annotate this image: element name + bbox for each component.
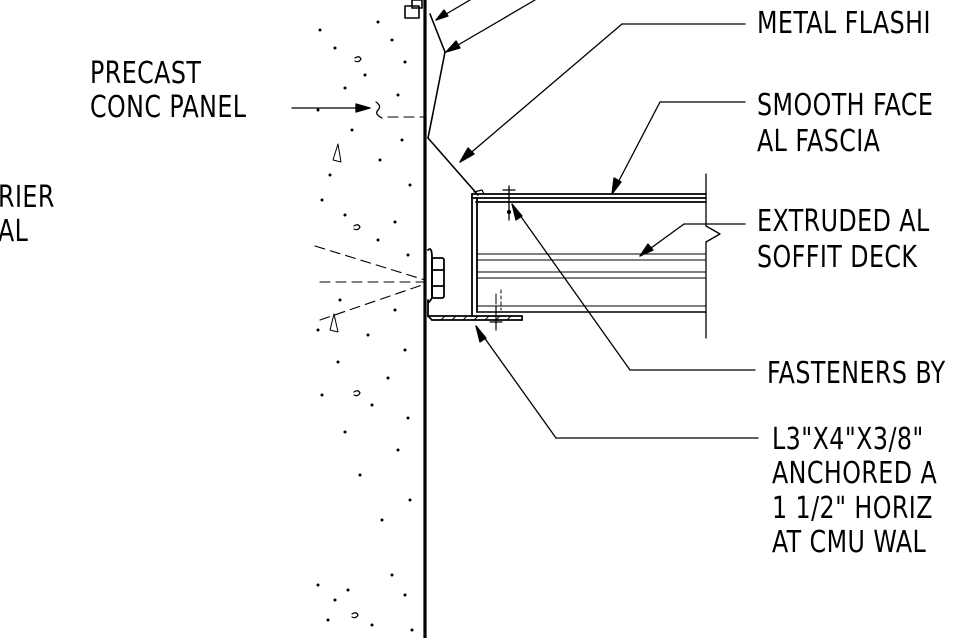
anchor-dash-lines (314, 116, 426, 321)
label-angle-line2: ANCHORED A (772, 456, 938, 491)
label-extruded-line1: EXTRUDED AL (757, 204, 930, 239)
metal-flashing-leader (459, 23, 746, 163)
label-extruded-line2: SOFFIT DECK (757, 240, 918, 275)
label-metal-flashing: METAL FLASHI (757, 6, 931, 41)
label-barrier-line1: RIER (0, 180, 55, 215)
fasteners-leader (511, 203, 756, 371)
label-smooth-line2: AL FASCIA (757, 124, 881, 159)
label-smooth-line1: SMOOTH FACE (757, 88, 934, 123)
precast-leader (291, 101, 383, 119)
smooth-face-leader (611, 101, 746, 195)
top-clip (404, 0, 479, 196)
label-angle-line1: L3"X4"X3/8" (772, 422, 924, 457)
angle-leader (475, 325, 759, 439)
label-angle-line3: 1 1/2" HORIZ (772, 491, 933, 526)
top-fastener (502, 185, 516, 221)
extruded-leader (639, 223, 746, 257)
label-precast-line1: PRECAST (90, 56, 202, 91)
label-precast-line2: CONC PANEL (90, 90, 247, 125)
label-fasteners: FASTENERS BY (767, 356, 946, 391)
fascia-assembly (471, 173, 721, 339)
label-angle-line4: AT CMU WAL (772, 525, 927, 560)
label-barrier-line2: AL (0, 214, 29, 249)
concrete-stipple (316, 20, 414, 632)
angle-and-bolt (427, 189, 523, 331)
top-leaders (435, 0, 536, 53)
